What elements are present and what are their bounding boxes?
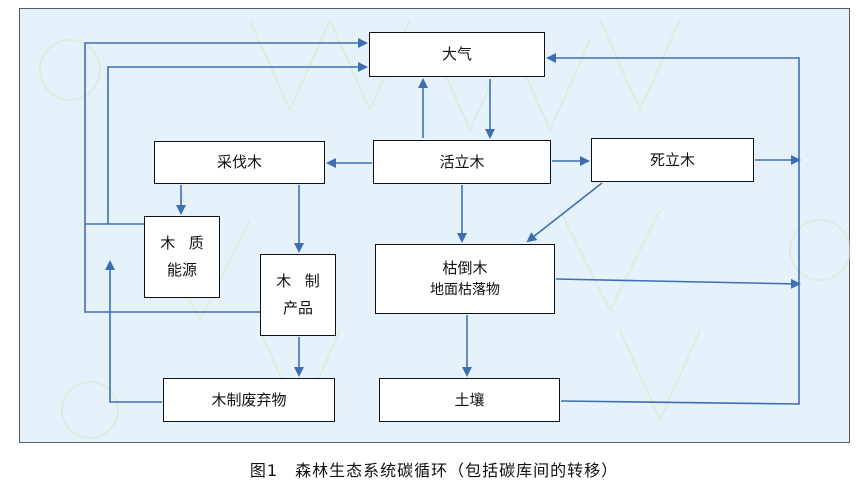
node-living-trees-label: 活立木 [439, 152, 485, 171]
node-wood-waste-label: 木制废弃物 [211, 390, 287, 409]
node-atmosphere-label: 大气 [441, 45, 472, 64]
figure-caption: 图1 森林生态系统碳循环（包括碳库间的转移） [249, 461, 619, 480]
node-wood-energy-label-line2: 能源 [166, 261, 197, 279]
node-dead-standing: 死立木 [591, 138, 754, 182]
node-wood-waste: 木制废弃物 [163, 378, 335, 422]
node-wood-products-label-line1: 木制 [276, 272, 334, 291]
node-living-trees: 活立木 [373, 140, 551, 184]
node-harvested-wood: 采伐木 [154, 141, 325, 184]
node-wood-energy-label-line1: 木质 [160, 234, 218, 253]
node-dead-fallen: 枯倒木 地面枯落物 [375, 244, 555, 314]
node-wood-energy: 木质 能源 [144, 216, 220, 298]
node-wood-products-label-line2: 产品 [282, 299, 313, 317]
node-dead-standing-label: 死立木 [649, 150, 695, 169]
node-soil: 土壤 [379, 378, 560, 422]
node-wood-products: 木制 产品 [260, 254, 336, 336]
node-soil-label: 土壤 [454, 390, 485, 409]
node-dead-fallen-label-line1: 枯倒木 [442, 258, 488, 277]
node-dead-fallen-label-line2: 地面枯落物 [430, 281, 500, 298]
node-atmosphere: 大气 [369, 32, 545, 77]
node-harvested-wood-label: 采伐木 [216, 153, 262, 172]
